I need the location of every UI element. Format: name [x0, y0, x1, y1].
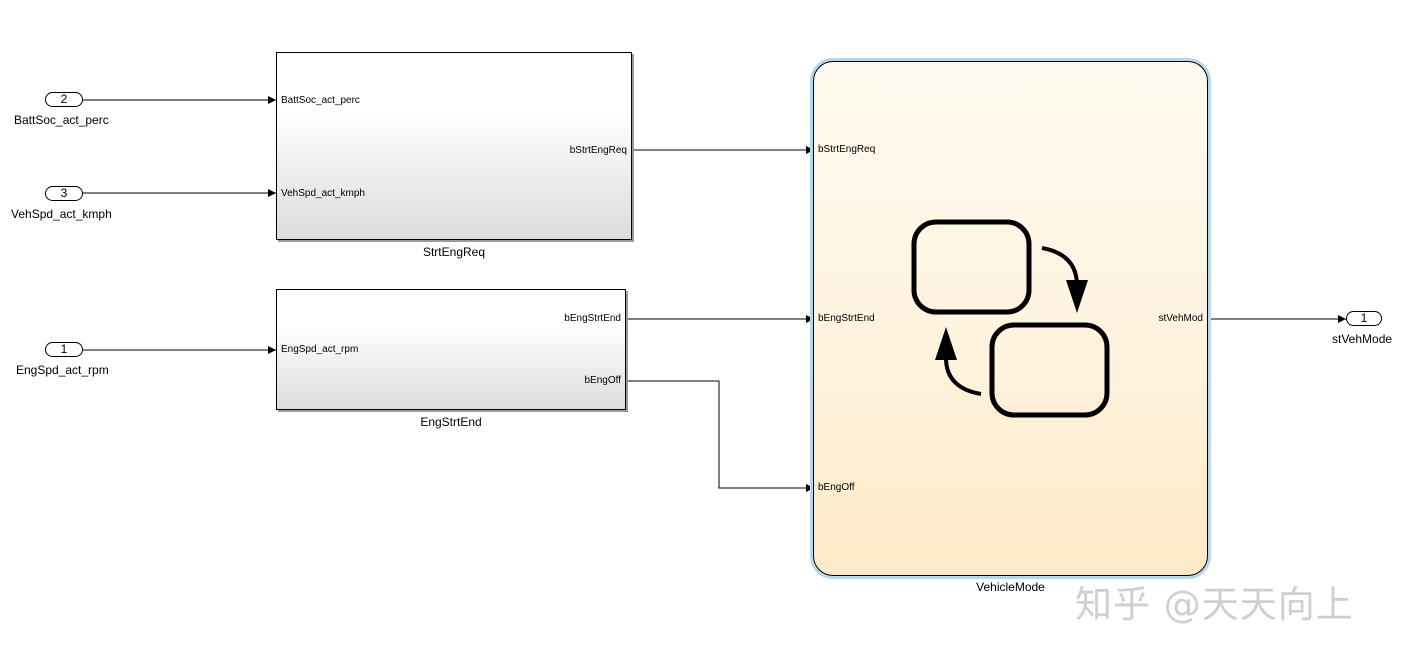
watermark-text: 知乎 @天天向上	[1075, 583, 1354, 626]
engstrtend-input-engspd: EngSpd_act_rpm	[281, 344, 359, 355]
inport-vehspd[interactable]: 3	[45, 186, 83, 201]
vehiclemode-output-stvehmod: stVehMod	[1158, 313, 1203, 324]
inport-vehspd-label: VehSpd_act_kmph	[11, 207, 112, 221]
vehiclemode-input-bstrtengreq: bStrtEngReq	[818, 144, 876, 155]
inport-engspd[interactable]: 1	[45, 342, 83, 357]
vehiclemode-name: VehicleMode	[976, 580, 1045, 594]
subsystem-strtengreq[interactable]: BattSoc_act_perc VehSpd_act_kmph bStrtEn…	[276, 52, 632, 240]
subsystem-engstrtend[interactable]: EngSpd_act_rpm bEngStrtEnd bEngOff	[276, 289, 626, 410]
strtengreq-input-battsoc: BattSoc_act_perc	[281, 95, 360, 106]
inport-engspd-label: EngSpd_act_rpm	[16, 363, 109, 377]
strtengreq-name: StrtEngReq	[422, 245, 486, 259]
engstrtend-name: EngStrtEnd	[420, 415, 482, 429]
stateflow-chart-icon	[911, 219, 1110, 418]
engstrtend-output-bengoff: bEngOff	[584, 375, 621, 386]
inport-battsoc[interactable]: 2	[45, 92, 83, 107]
inport-battsoc-label: BattSoc_act_perc	[14, 113, 109, 127]
outport-stvehmode[interactable]: 1	[1346, 311, 1382, 326]
strtengreq-output-bstrtengreq: bStrtEngReq	[569, 145, 627, 156]
outport-stvehmode-label: stVehMode	[1332, 332, 1393, 346]
chart-vehiclemode[interactable]: bStrtEngReq bEngStrtEnd bEngOff stVehMod	[813, 61, 1208, 576]
vehiclemode-input-bengoff: bEngOff	[818, 482, 855, 493]
vehiclemode-input-bengstrtend: bEngStrtEnd	[818, 313, 875, 324]
line-bengoff[interactable]	[626, 380, 814, 492]
engstrtend-output-bengstrtend: bEngStrtEnd	[564, 313, 621, 324]
strtengreq-input-vehspd: VehSpd_act_kmph	[281, 188, 365, 199]
